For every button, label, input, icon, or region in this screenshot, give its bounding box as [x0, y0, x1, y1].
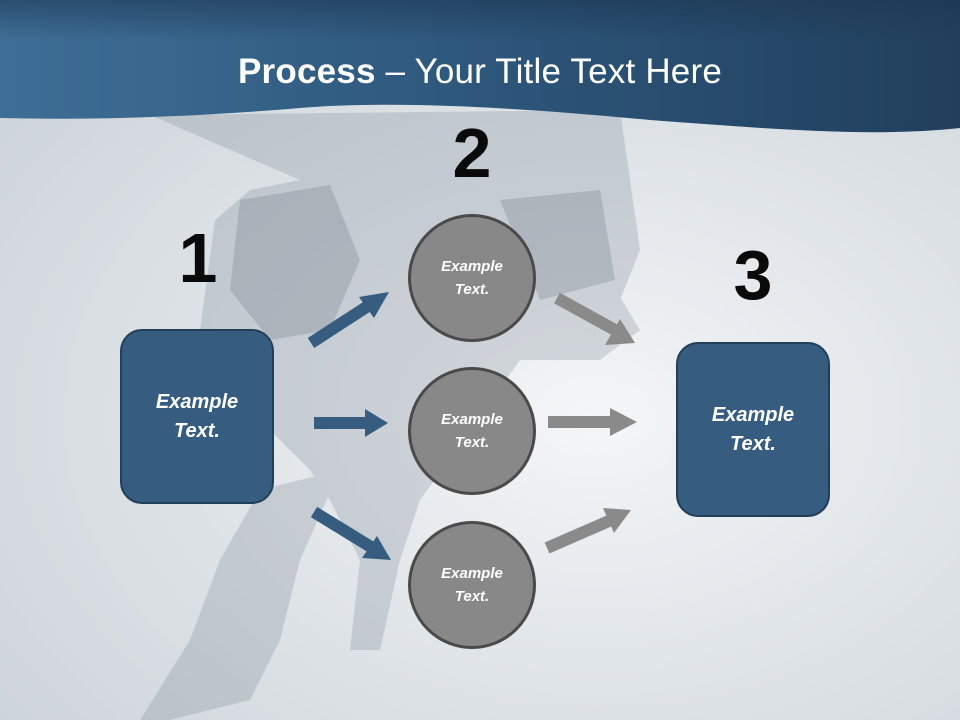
right-box: Example Text.	[676, 342, 830, 517]
arrowhead-left-to-middle	[365, 409, 388, 437]
left-box: Example Text.	[120, 329, 274, 504]
circle-middle: Example Text.	[408, 367, 536, 495]
figure-detail	[230, 185, 615, 340]
step-number-2: 2	[452, 114, 492, 192]
arrow-left-to-top	[307, 300, 372, 349]
arrowhead-top-to-right	[605, 319, 635, 345]
step-number-3: 3	[733, 236, 773, 314]
arrow-top-to-right	[554, 292, 618, 336]
arrowhead-left-to-top	[359, 292, 389, 318]
step-number-1: 1	[178, 219, 218, 297]
arrowhead-left-to-bottom	[362, 536, 391, 560]
slide-title: Process – Your Title Text Here	[0, 52, 960, 92]
arrowhead-middle-to-right	[610, 408, 637, 436]
arrow-bottom-to-right	[544, 515, 612, 554]
arrowhead-bottom-to-right	[603, 508, 631, 533]
title-rest: – Your Title Text Here	[375, 52, 722, 91]
title-bold: Process	[238, 52, 376, 91]
arrow-left-to-bottom	[310, 506, 375, 553]
circle-top: Example Text.	[408, 214, 536, 342]
circle-bottom: Example Text.	[408, 521, 536, 649]
